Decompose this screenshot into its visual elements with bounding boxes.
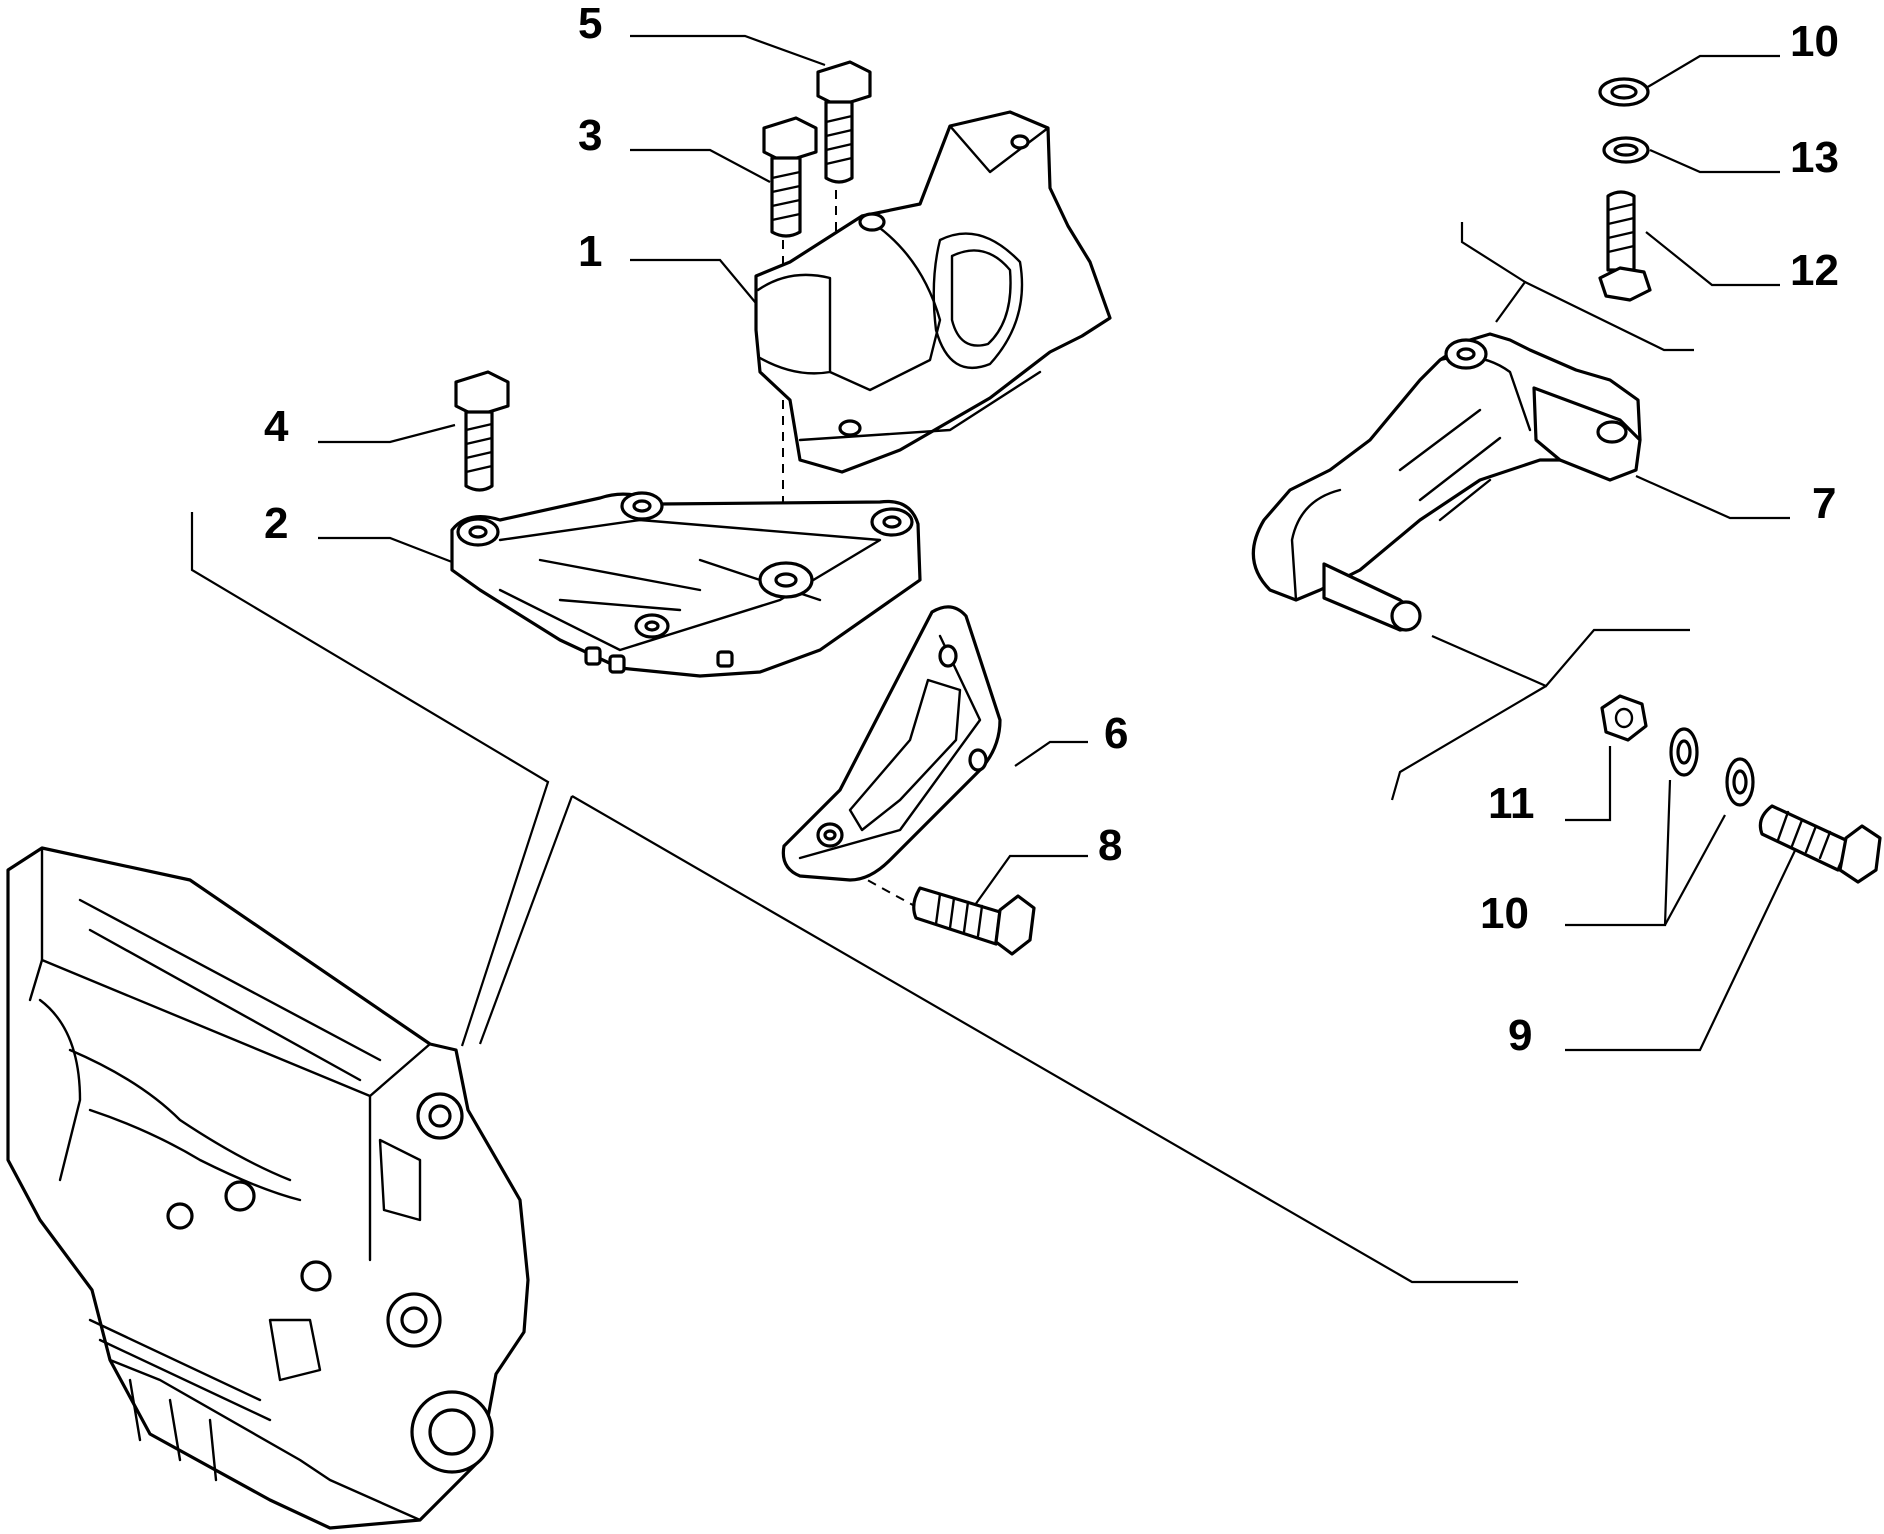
bolt-part-8 [912, 886, 1036, 956]
callout-3: 3 [578, 111, 602, 160]
engine-block [6, 846, 530, 1530]
torque-rod-part-7 [1251, 332, 1642, 632]
assembly-bracket-lines [190, 222, 1694, 1284]
bolt-part-5 [816, 60, 872, 184]
callout-10-top: 10 [1790, 17, 1839, 66]
bolt-part-9 [1758, 804, 1882, 884]
callout-7: 7 [1812, 479, 1836, 528]
washer-part-10-top [1598, 77, 1650, 107]
callout-12: 12 [1790, 246, 1839, 295]
bolt-part-12 [1598, 190, 1652, 302]
callout-13: 13 [1790, 133, 1839, 182]
nut-part-11 [1600, 694, 1648, 742]
leader-lines [318, 34, 1801, 1052]
callout-2: 2 [264, 499, 288, 548]
callout-6: 6 [1104, 709, 1128, 758]
callout-5: 5 [578, 0, 602, 48]
callout-1: 1 [578, 227, 602, 276]
callout-11: 11 [1488, 779, 1535, 828]
support-plate-part-6 [781, 605, 1002, 882]
callout-8: 8 [1098, 821, 1122, 870]
mount-plate-part-2 [450, 491, 922, 678]
engine-mount-part-1 [754, 110, 1112, 474]
callout-9: 9 [1508, 1011, 1532, 1060]
washers-part-10-bottom [1669, 727, 1755, 807]
washer-part-13 [1602, 136, 1650, 164]
callout-10-bottom: 10 [1480, 889, 1529, 938]
bolt-part-3 [762, 116, 818, 238]
callout-4: 4 [264, 402, 289, 451]
bolt-part-4 [454, 370, 510, 492]
